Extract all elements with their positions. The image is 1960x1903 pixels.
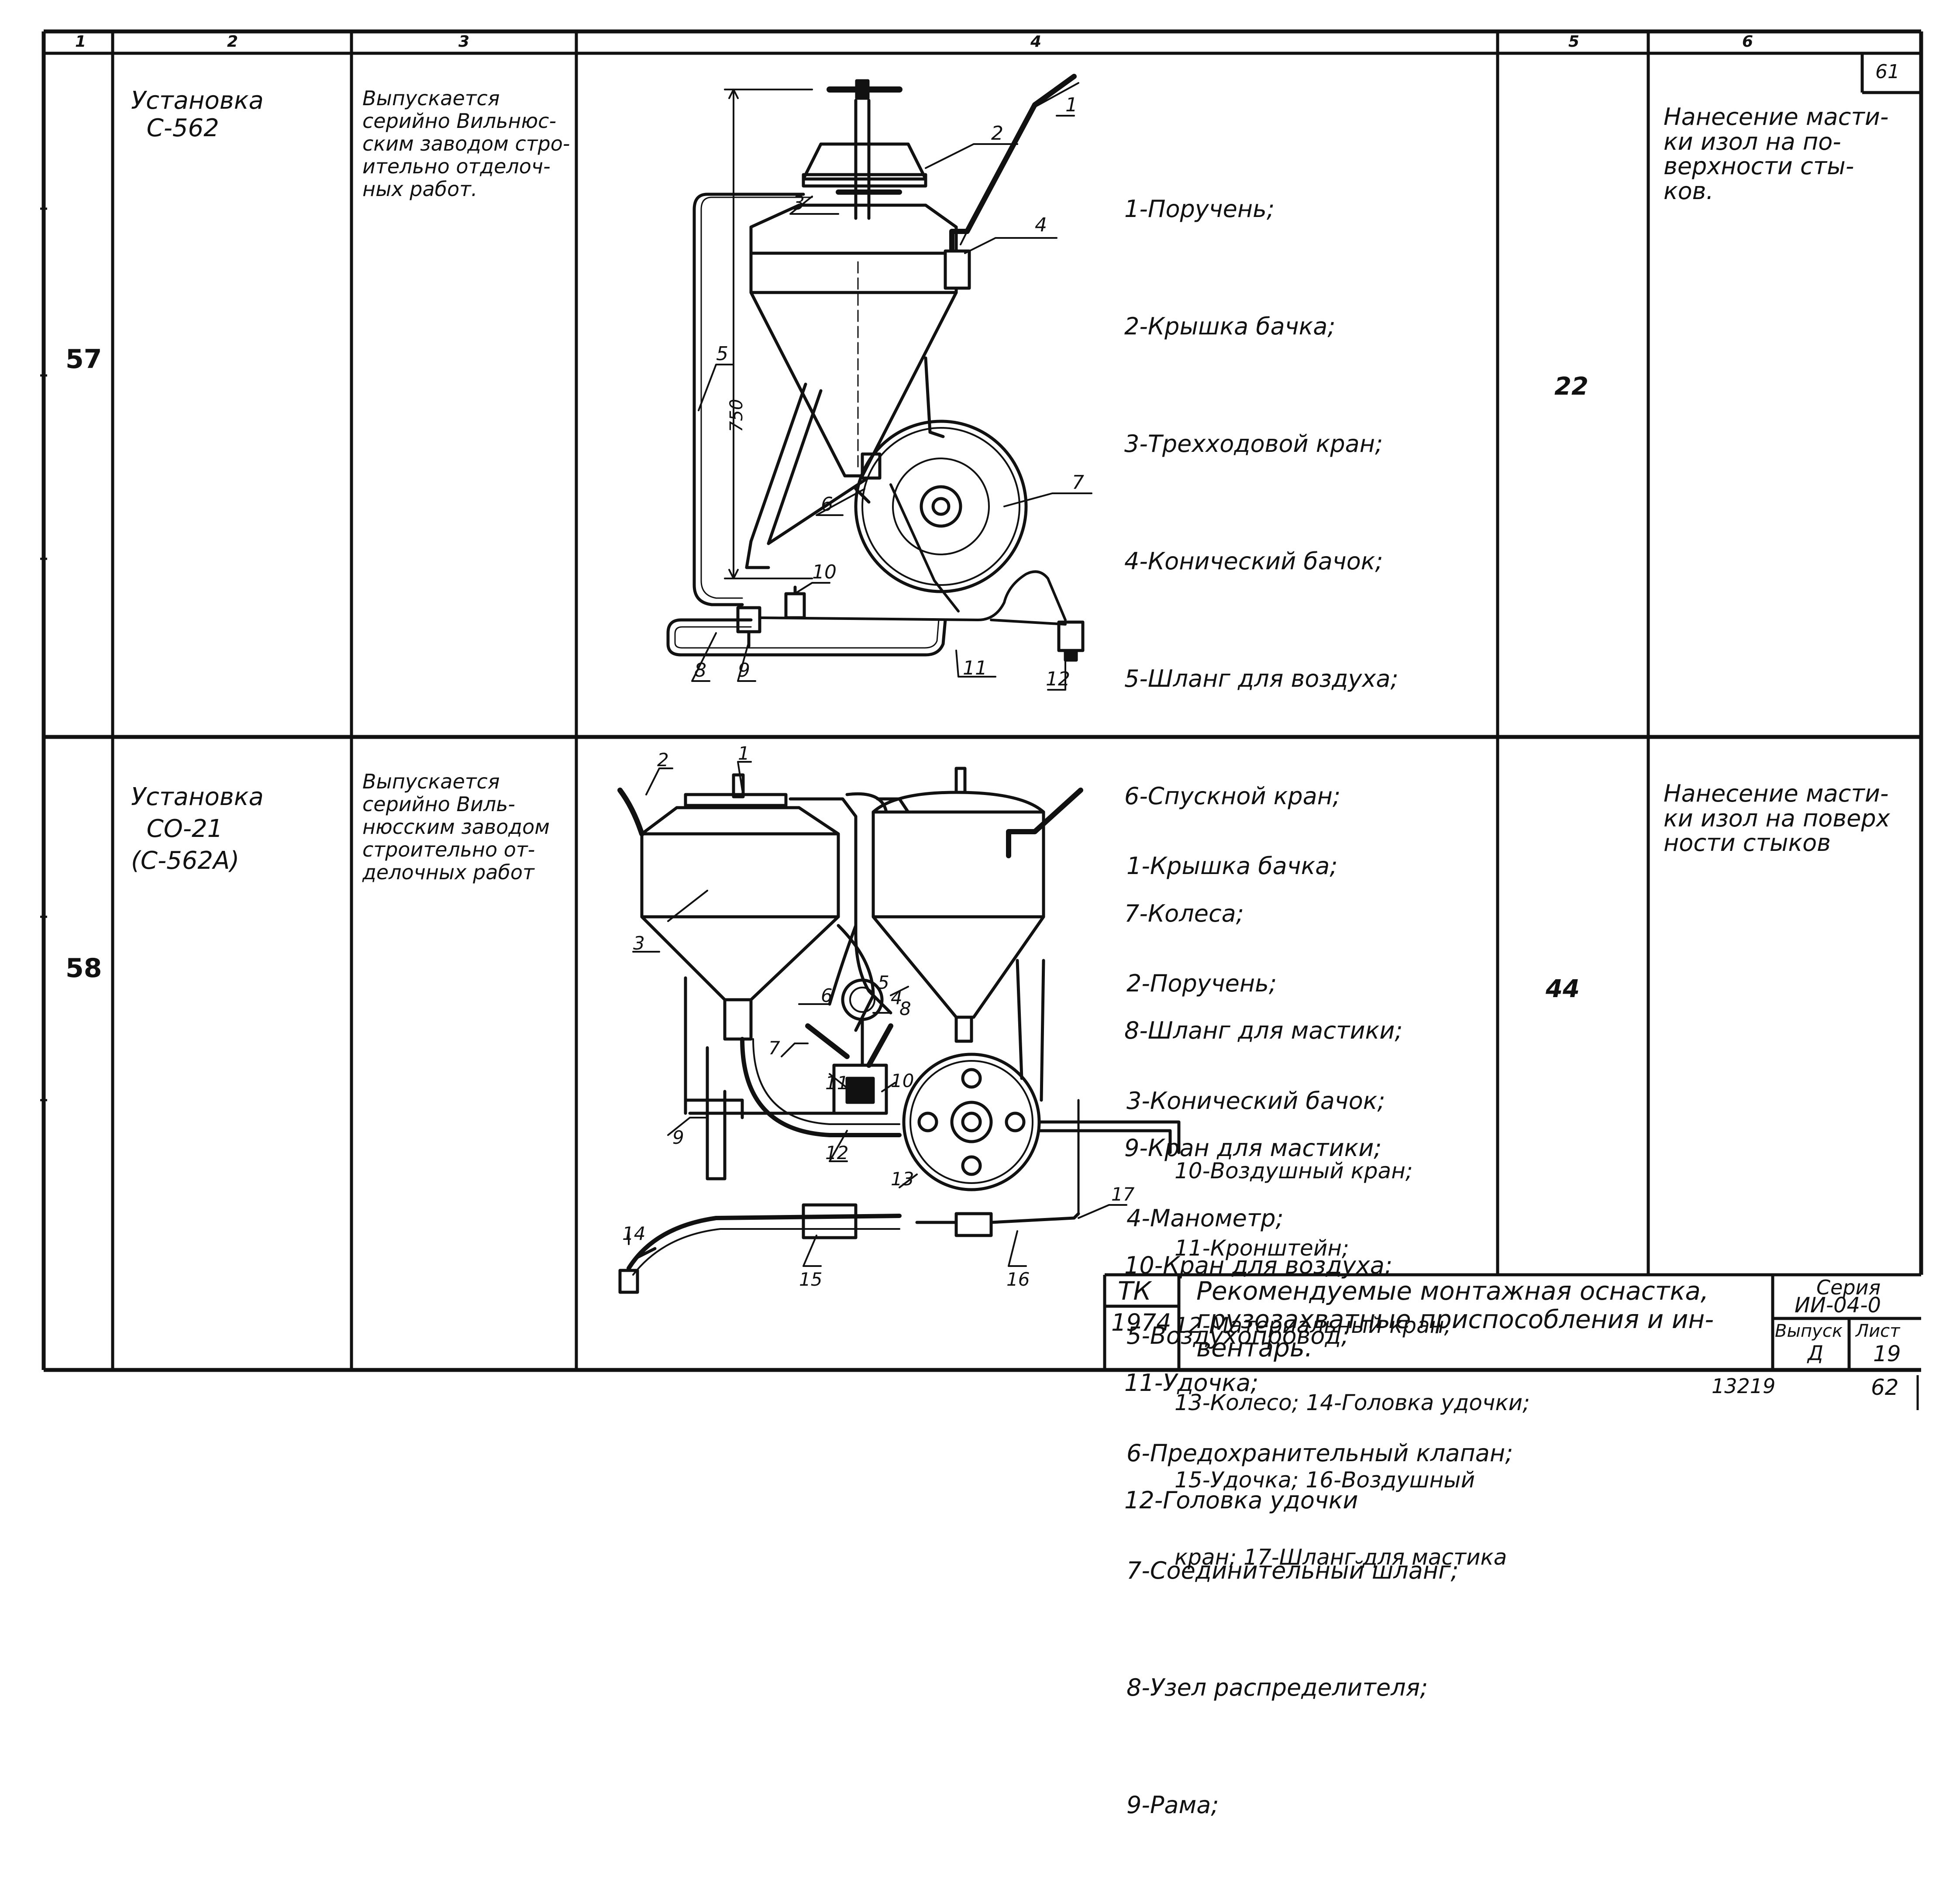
row-57-legend: 1-Поручень; 2-Крышка бачка; 3-Трехходово… <box>1124 111 1403 1598</box>
column-header-5: 5 <box>1568 33 1580 51</box>
column-header-3: 3 <box>458 33 470 51</box>
callout-15: 15 <box>799 1269 822 1290</box>
row-58-description: Выпускается серийно Виль- нюсским заводо… <box>362 770 550 884</box>
callout-6: 6 <box>821 493 833 516</box>
row-57-weight: 22 <box>1554 372 1588 401</box>
legend-item: 8-Узел распределителя; <box>1126 1674 1428 1702</box>
legend-item: 7-Колеса; <box>1124 899 1244 927</box>
legend-item: 1-Поручень; <box>1124 195 1275 223</box>
legend-item: 2-Поручень; <box>1126 970 1277 998</box>
column-header-4: 4 <box>1030 33 1042 51</box>
page-number: 62 <box>1871 1375 1899 1400</box>
callout-7: 7 <box>768 1037 780 1059</box>
callout-2: 2 <box>991 122 1003 145</box>
callout-9: 9 <box>738 659 750 681</box>
legend-item: 11-Удочка; <box>1124 1369 1259 1397</box>
legend-item: 5-Шланг для воздуха; <box>1124 664 1399 692</box>
callout-10: 10 <box>891 1070 914 1091</box>
callout-4: 4 <box>891 987 902 1008</box>
callout-2: 2 <box>657 749 669 771</box>
callout-11: 11 <box>963 657 987 679</box>
title-block-sheet-value: 19 <box>1873 1341 1901 1366</box>
title-block-sheet-label: Лист <box>1856 1321 1900 1341</box>
callout-8: 8 <box>899 998 911 1019</box>
row-58-equipment-drawing <box>617 761 1181 1294</box>
title-block-year: 1974 <box>1111 1309 1171 1336</box>
legend-item: 3-Трехходовой кран; <box>1124 430 1383 458</box>
table-grid <box>40 29 1923 1410</box>
callout-8: 8 <box>694 659 706 681</box>
callout-16: 16 <box>1006 1269 1030 1290</box>
callout-1: 1 <box>738 743 750 764</box>
row-58-callouts: 1 2 3 4 5 6 7 8 9 10 11 12 13 14 15 16 1… <box>622 743 1135 1290</box>
stamp-number: 13219 <box>1712 1374 1776 1398</box>
callout-17: 17 <box>1111 1184 1135 1205</box>
callout-3: 3 <box>792 192 805 214</box>
callout-12: 12 <box>1046 668 1070 690</box>
legend-item: 1-Крышка бачка; <box>1126 852 1338 880</box>
legend-item: 13-Колесо; 14-Головка удочки; <box>1175 1390 1530 1415</box>
row-57-equipment-drawing <box>666 74 1092 691</box>
callout-11: 11 <box>825 1072 848 1094</box>
sheet-corner-number: 61 <box>1875 61 1900 83</box>
dimension-label: 750 <box>727 399 747 432</box>
row-57-purpose: Нанесение масти- ки изол на по- верхност… <box>1664 103 1889 205</box>
callout-14: 14 <box>622 1223 645 1244</box>
column-header-6: 6 <box>1742 33 1753 51</box>
legend-item: 2-Крышка бачка; <box>1124 313 1336 341</box>
title-block-series-label: Серия <box>1816 1276 1881 1299</box>
callout-3: 3 <box>633 933 645 954</box>
legend-item: 15-Удочка; 16-Воздушный <box>1175 1467 1475 1493</box>
legend-item: кран; 17-Шланг для мастика <box>1175 1545 1507 1570</box>
legend-item: 10-Воздушный кран; <box>1175 1158 1413 1184</box>
row-58-purpose: Нанесение масти- ки изол на поверх ности… <box>1664 780 1890 857</box>
callout-6: 6 <box>821 985 833 1006</box>
callout-1: 1 <box>1065 94 1078 116</box>
column-header-2: 2 <box>227 33 238 51</box>
callout-5: 5 <box>716 343 728 365</box>
legend-item: 6-Спускной кран; <box>1124 782 1341 810</box>
row-57-equipment-name: Установка С-562 <box>131 86 264 142</box>
callout-13: 13 <box>891 1168 914 1190</box>
legend-item: 4-Манометр; <box>1126 1204 1284 1232</box>
legend-item: 9-Кран для мастики; <box>1124 1134 1382 1162</box>
legend-item: 8-Шланг для мастики; <box>1124 1017 1403 1045</box>
row-58-number: 58 <box>65 953 102 984</box>
row-57-number: 57 <box>65 344 102 375</box>
legend-item: 3-Конический бачок; <box>1126 1087 1385 1115</box>
row-58-equipment-name: Установка СО-21 (С-562А) <box>131 783 264 875</box>
title-block-series-value: ИИ-04-0 <box>1795 1293 1881 1318</box>
row-58-weight: 44 <box>1546 975 1580 1003</box>
title-block-issue-value: Д <box>1808 1341 1823 1365</box>
callout-12: 12 <box>825 1142 848 1163</box>
callout-5: 5 <box>878 972 889 993</box>
row-57-description: Выпускается серийно Вильнюс- ским заводо… <box>362 86 570 201</box>
column-header-1: 1 <box>75 33 86 51</box>
callout-10: 10 <box>812 561 837 583</box>
callout-4: 4 <box>1035 214 1047 236</box>
title-block-org: ТК <box>1118 1276 1151 1306</box>
legend-item: 11-Кронштейн; <box>1175 1235 1349 1261</box>
legend-item: 10-Кран для воздуха; <box>1124 1252 1392 1280</box>
legend-item: 12-Материальный кран; <box>1175 1313 1452 1338</box>
row-57-callouts: 1 2 3 4 5 6 7 8 9 10 11 12 750 <box>694 94 1084 690</box>
legend-item: 5-Воздухопровод; <box>1126 1321 1349 1349</box>
legend-item: 4-Конический бачок; <box>1124 547 1383 575</box>
legend-item: 9-Рама; <box>1126 1791 1219 1819</box>
title-block-title: Рекомендуемые монтажная оснастка, грузоз… <box>1196 1276 1714 1363</box>
callout-7: 7 <box>1072 471 1084 494</box>
drawing-sheet: 1 2 3 4 5 6 61 57 Установка С-562 Выпуск… <box>40 29 1923 1819</box>
title-block-issue-label: Выпуск <box>1775 1321 1843 1341</box>
callout-9: 9 <box>672 1127 684 1148</box>
